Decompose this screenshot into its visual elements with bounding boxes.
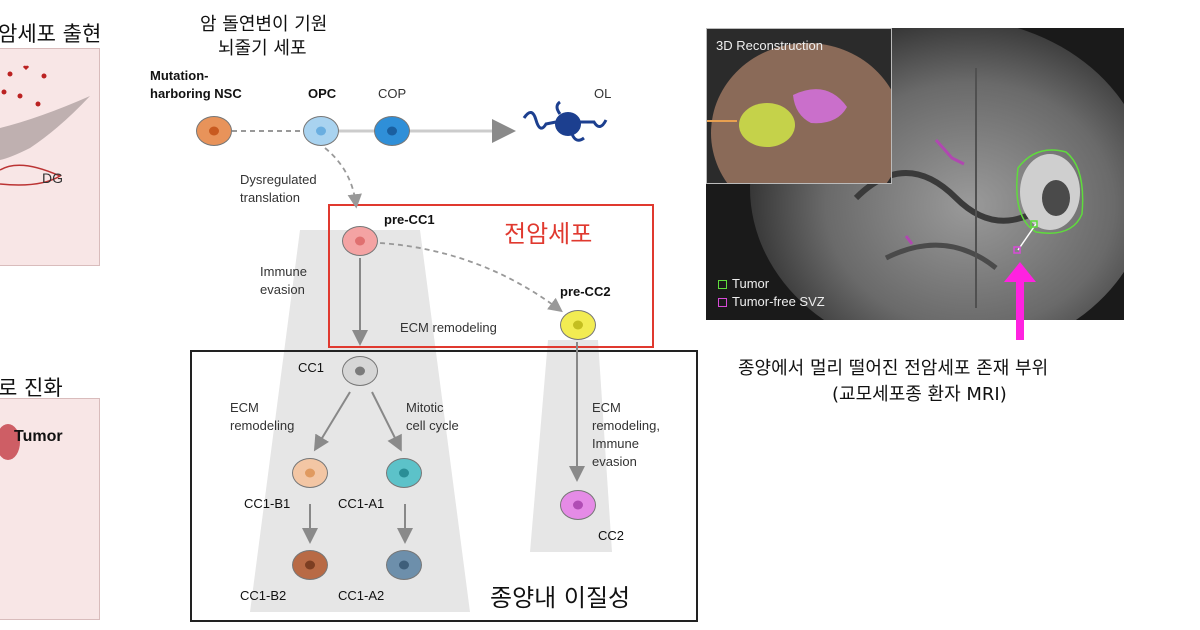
wedge-cc1	[250, 230, 470, 612]
ecm-right-label-line2: remodeling,	[592, 418, 660, 433]
dg-label: DG	[42, 170, 63, 186]
origin-title-line2: 뇌줄기 세포	[218, 38, 307, 59]
left-title-top: 암세포 출현	[0, 22, 102, 46]
cancer-cell-dot	[17, 93, 23, 99]
cc1-label: CC1	[298, 360, 325, 375]
ecm-left-label-line2: remodeling	[230, 418, 295, 433]
nsc-label-line2: harboring NSC	[150, 86, 242, 101]
heterogeneity-box-title: 종양내 이질성	[490, 584, 631, 612]
legend-tumor-label: Tumor	[732, 276, 770, 291]
cc1-a1-label: CC1-A1	[338, 496, 385, 511]
immune-evasion-label-line2: evasion	[260, 282, 305, 297]
cop-label: COP	[378, 86, 407, 101]
ventricle-shape	[0, 96, 90, 160]
mri-caption-line1: 종양에서 멀리 떨어진 전암세포 존재 부위	[738, 358, 1049, 379]
cancer-cell-dot	[1, 89, 7, 95]
recon-title: 3D Reconstruction	[716, 38, 823, 53]
dentate-gyrus-curve	[0, 164, 62, 186]
3d-reconstruction-inset	[706, 28, 892, 184]
left-brain-illustration-top	[0, 65, 90, 186]
pre-cc2-cell	[560, 310, 596, 340]
mri-caption-line2: (교모세포종 환자 MRI)	[832, 384, 1007, 405]
cc1-b1-label: CC1-B1	[244, 496, 291, 511]
left-brain-panel-top	[0, 48, 100, 266]
cc1-a2-cell	[386, 550, 422, 580]
origin-title-line1: 암 돌연변이 기원	[200, 14, 328, 35]
pre-cc2-label: pre-CC2	[560, 284, 611, 299]
lineage-arrows	[232, 119, 585, 544]
cc1-b2-cell	[292, 550, 328, 580]
cc1-cell	[342, 356, 378, 386]
left-title-bottom: 로 진화	[0, 376, 63, 400]
opc-cell	[303, 116, 339, 146]
dysregulated-label-line1: Dysregulated	[240, 172, 317, 187]
ol-label: OL	[594, 86, 612, 101]
precancer-box	[328, 204, 654, 348]
precc1-to-precc2-dashed	[379, 242, 563, 313]
tumor-label: Tumor	[14, 428, 63, 445]
legend-svz-label: Tumor-free SVZ	[732, 294, 825, 309]
cc1-b2-label: CC1-B2	[240, 588, 287, 603]
cc1-b1-cell	[292, 458, 328, 488]
cancer-cell-dot	[35, 101, 41, 107]
cop-cell	[374, 116, 410, 146]
ecm-right-label-line4: evasion	[592, 454, 637, 469]
cancer-cell-dot	[7, 71, 13, 77]
pre-cc1-label: pre-CC1	[384, 212, 435, 227]
tumor-blob	[0, 424, 20, 460]
ecm-remodeling-label: ECM remodeling	[400, 320, 497, 335]
ecm-left-label-line1: ECM	[230, 400, 259, 415]
dysregulated-label-line2: translation	[240, 190, 300, 205]
legend-tumor-swatch	[718, 280, 727, 289]
3d-reconstruction-render	[707, 43, 891, 183]
immune-evasion-label-line1: Immune	[260, 264, 307, 279]
cancer-cell-dot	[41, 73, 47, 79]
cc1-to-cc1b1-arrow	[313, 391, 351, 452]
cc1-a1-cell	[386, 458, 422, 488]
ol-cell	[522, 100, 608, 142]
opc-to-precc1-dashed	[324, 147, 362, 209]
mitotic-label-line1: Mitotic	[406, 400, 444, 415]
heterogeneity-box	[190, 350, 698, 622]
pre-cc1-cell	[342, 226, 378, 256]
heart-marker	[23, 65, 29, 70]
mitotic-label-line2: cell cycle	[406, 418, 459, 433]
nsc-label-line1: Mutation-	[150, 68, 209, 83]
ecm-right-label-line1: ECM	[592, 400, 621, 415]
nsc-cell	[196, 116, 232, 146]
cc2-cell	[560, 490, 596, 520]
magenta-pointer-arrow	[1004, 262, 1036, 340]
cc1-to-cc1a1-arrow	[371, 391, 402, 452]
opc-label: OPC	[308, 86, 337, 101]
legend-svz-swatch	[718, 298, 727, 307]
precancer-box-title: 전암세포	[504, 220, 593, 248]
cc1-a2-label: CC1-A2	[338, 588, 385, 603]
ecm-right-label-line3: Immune	[592, 436, 639, 451]
cc2-label: CC2	[598, 528, 625, 543]
